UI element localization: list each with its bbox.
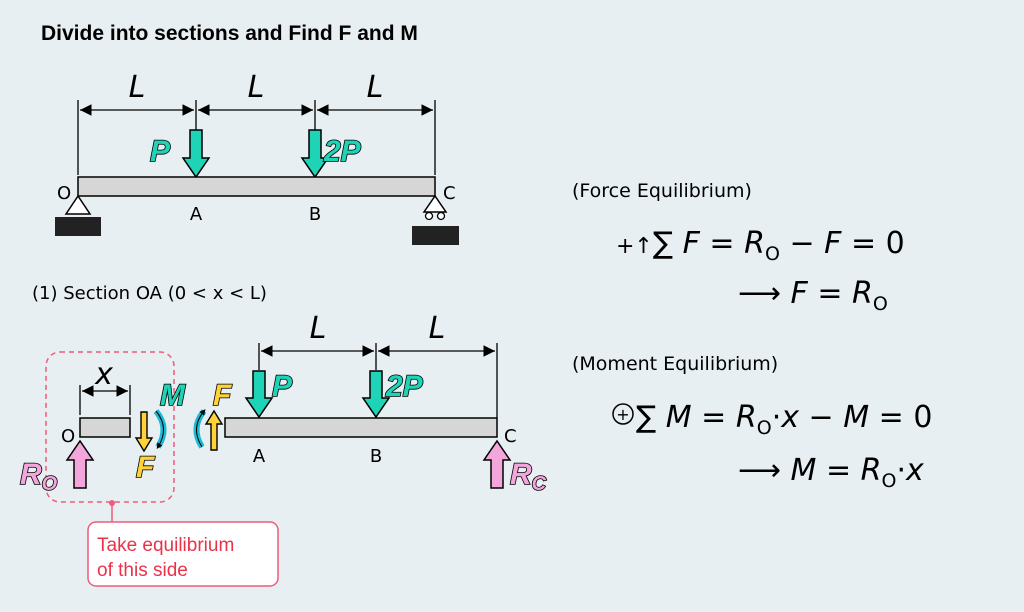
note-box <box>87 521 279 587</box>
reaction-arrow-ro <box>65 439 95 489</box>
left-free-body: x O RO F M <box>19 351 187 503</box>
note-dot <box>109 500 115 506</box>
beam <box>77 176 436 197</box>
clockwise-sign-icon <box>612 403 634 425</box>
section-heading: (1) Section OA (0 < x < L) <box>32 283 267 304</box>
moment-eq-line-2: ⟶ M = RO·x <box>738 453 924 492</box>
load-label-p: P <box>150 135 171 168</box>
roller-wheel <box>436 211 446 221</box>
beam-piece <box>79 417 131 438</box>
page-title: Divide into sections and Find F and M <box>41 22 418 45</box>
point-label-b: B <box>370 446 382 467</box>
beam-piece <box>224 417 498 438</box>
reaction-label-ro: RO <box>20 458 58 495</box>
load-arrow-p <box>244 370 274 419</box>
shear-arrow-up <box>204 409 224 451</box>
roller-wheel <box>424 211 434 221</box>
shear-label-right: F <box>213 379 232 412</box>
moment-label-left: M <box>160 379 186 412</box>
point-label-a: A <box>253 446 266 467</box>
point-label-o: O <box>57 183 71 204</box>
equilibrium-note: Take equilibrium of this side <box>87 500 279 587</box>
load-label-p: P <box>272 370 293 403</box>
dimension-label: L <box>129 70 146 105</box>
reaction-arrow-rc <box>482 439 512 489</box>
ground-block <box>55 217 101 236</box>
note-line-1: Take equilibrium <box>97 535 234 556</box>
load-label-2p: 2P <box>323 135 362 168</box>
dimension-label: L <box>429 311 446 346</box>
point-label-o: O <box>61 426 75 447</box>
moment-eq-heading: (Moment Equilibrium) <box>572 353 778 375</box>
right-free-body: F L L P 2P A B C RC <box>193 311 547 496</box>
shear-label-left: F <box>136 451 155 484</box>
roller-support-icon <box>422 194 448 213</box>
load-arrow-p <box>181 129 211 179</box>
pin-support-icon <box>64 194 92 215</box>
reaction-label-rc: RC <box>510 458 547 495</box>
shear-arrow-down <box>134 411 154 453</box>
load-arrow-2p <box>300 129 330 179</box>
point-label-a: A <box>190 204 203 225</box>
moment-eq-line-1: ∑ M = RO·x − M = 0 <box>636 400 932 439</box>
top-beam-diagram: L L L P 2P O A B C <box>55 70 459 245</box>
point-label-c: C <box>504 426 517 447</box>
force-eq-line-2: ⟶ F = RO <box>738 276 888 315</box>
dimension-label-x: x <box>94 357 113 392</box>
plus-sign: + <box>616 405 629 424</box>
dimension-label: L <box>310 311 327 346</box>
point-label-b: B <box>309 204 321 225</box>
load-arrow-2p <box>361 370 391 419</box>
note-line-2: of this side <box>97 560 188 581</box>
moment-arrow-left-outline <box>155 410 164 450</box>
load-label-2p: 2P <box>385 370 424 403</box>
force-equilibrium-block: (Force Equilibrium) +↑∑ F = RO − F = 0 ⟶… <box>572 180 905 315</box>
dimension-label: L <box>367 70 384 105</box>
ground-block <box>412 226 459 245</box>
point-label-c: C <box>443 183 456 204</box>
force-eq-line-1: +↑∑ F = RO − F = 0 <box>616 226 905 265</box>
moment-arrow-right-outline <box>196 409 206 448</box>
force-eq-heading: (Force Equilibrium) <box>572 180 752 202</box>
moment-equilibrium-block: (Moment Equilibrium) + ∑ M = RO·x − M = … <box>572 353 932 492</box>
dimension-label: L <box>248 70 265 105</box>
